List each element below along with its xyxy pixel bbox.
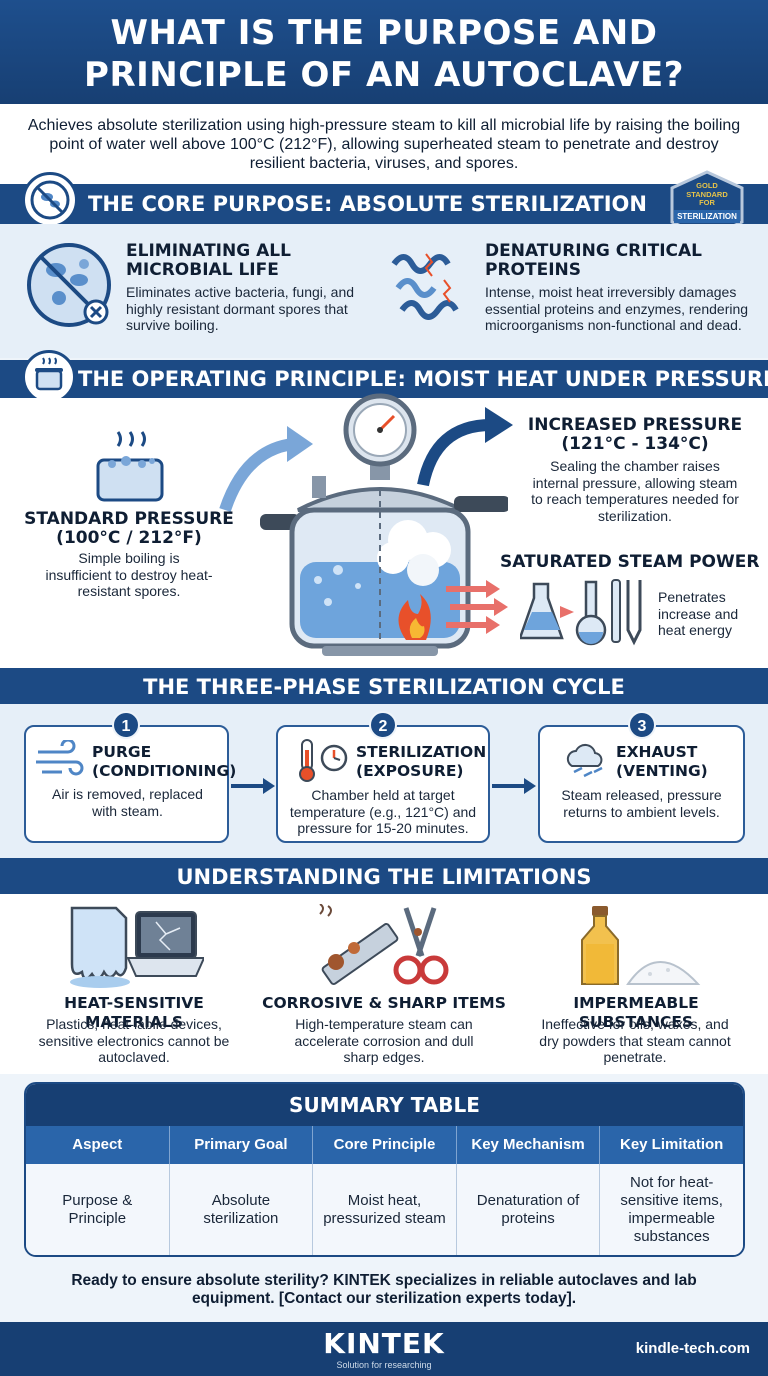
heat-arrows-icon [446,576,520,636]
boiling-pot-icon [90,428,170,506]
cycle-band: THE THREE-PHASE STERILIZATION CYCLE [0,668,768,704]
phase-2-heading-1: STERILIZATION [356,743,487,761]
summary-table-title: SUMMARY TABLE [26,1084,743,1126]
badge-line-2: STANDARD [686,189,728,199]
curved-arrow-dark-icon [415,405,515,495]
melted-laptop-icon [64,902,206,990]
phase-2-heading: STERILIZATION (EXPOSURE) [356,743,488,781]
lab-glassware-icon [518,576,654,648]
limitation-3-heading: IMPERMEABLE SUBSTANCES [573,994,699,1031]
col-key-mechanism: Key Mechanism [457,1126,601,1164]
core-item-2-text: Intense, moist heat irreversibly damages… [485,284,749,333]
badge-line-4: STERILIZATION [677,212,737,221]
microbes-crossed-icon [24,240,114,330]
phase-card-3 [538,725,745,843]
saturated-steam-heading: SATURATED STEAM POWER [500,552,760,572]
col-key-limitation: Key Limitation [619,1136,724,1153]
summary-table: SUMMARY TABLE Aspect Primary Goal Core P… [24,1082,745,1257]
standard-pressure-heading-1: STANDARD PRESSURE [24,509,234,529]
core-purpose-panel [0,224,768,358]
wind-icon [34,738,88,780]
standard-pressure-heading: STANDARD PRESSURE (100°C / 212°F) [14,510,244,548]
phase-card-1 [24,725,229,843]
cycle-title: THE THREE-PHASE STERILIZATION CYCLE [143,675,625,699]
protein-strand-icon [384,244,474,328]
brand-tagline: Solution for researching [336,1360,432,1370]
limitation-3-text: Ineffective for oils, waxes, and dry pow… [539,1016,731,1065]
limitations-title: UNDERSTANDING THE LIMITATIONS [176,865,592,889]
corroded-scissors-icon [310,903,450,990]
core-item-1-heading: ELIMINATING ALL MICROBIAL LIFE [126,241,291,280]
standard-pressure-heading-2: (100°C / 212°F) [56,528,202,548]
principle-band: THE OPERATING PRINCIPLE: MOIST HEAT UNDE… [0,360,768,398]
limitation-1-heading: HEAT-SENSITIVE MATERIALS [64,994,204,1031]
phase-1-heading-2: (CONDITIONING) [92,762,237,780]
phase-3-heading: EXHAUST (VENTING) [616,743,741,781]
title-line-2: PRINCIPLE OF AN AUTOCLAVE? [84,55,684,95]
col-core-principle: Core Principle [313,1126,457,1164]
page-title: WHAT IS THE PURPOSE AND PRINCIPLE OF AN … [0,0,768,104]
limitation-2-heading: CORROSIVE & SHARP ITEMS [262,994,506,1012]
col-aspect: Aspect [26,1126,170,1164]
phase-1-heading-1: PURGE [92,743,152,761]
arrow-right-icon [231,778,275,794]
table-row: Purpose & Principle Absolute sterilizati… [26,1164,743,1255]
phase-1-text: Air is removed, replaced with steam. [52,786,203,819]
phase-3-text: Steam released, pressure returns to ambi… [561,787,722,820]
oil-powder-icon [570,904,710,990]
saturated-steam-text: Penetrates increase and heat energy [658,589,739,638]
limitation-1-text: Plastics, heat-labile devices, sensitive… [38,1016,230,1065]
no-microbe-icon [22,172,78,228]
limitation-2-text: High-temperature steam can accelerate co… [294,1016,474,1065]
phase-2-text: Chamber held at target temperature (e.g.… [289,787,477,836]
title-line-1: WHAT IS THE PURPOSE AND [110,13,658,53]
website-link[interactable]: kindle-tech.com [635,1340,750,1357]
col-primary-goal: Primary Goal [170,1126,314,1164]
cell-key-limitation: Not for heat-sensitive items, impermeabl… [620,1173,723,1245]
increased-pressure-heading-1: INCREASED PRESSURE [527,415,743,435]
phase-number-2: 2 [369,711,397,739]
phase-2-heading-2: (EXPOSURE) [356,762,464,780]
pot-icon [22,350,76,404]
cell-core-principle: Moist heat, pressurized steam [313,1164,457,1255]
increased-pressure-heading-2: (121°C - 134°C) [561,434,709,454]
core-item-1-text: Eliminates active bacteria, fungi, and h… [126,284,355,333]
core-purpose-band: THE CORE PURPOSE: ABSOLUTE STERILIZATION [0,184,768,224]
autoclave-illustration [258,390,510,662]
cell-aspect: Purpose & Principle [26,1164,170,1255]
increased-pressure-text: Sealing the chamber raises internal pres… [531,458,739,524]
core-purpose-title: THE CORE PURPOSE: ABSOLUTE STERILIZATION [88,192,647,216]
phase-3-heading-2: (VENTING) [616,762,708,780]
curved-arrow-icon [215,420,315,520]
badge-line-1: GOLD [696,181,718,190]
badge-line-3: FOR [699,198,715,207]
standard-pressure-text: Simple boiling is insufficient to destro… [45,550,213,599]
steam-cloud-icon [562,740,610,780]
limitations-band: UNDERSTANDING THE LIMITATIONS [0,858,768,894]
call-to-action[interactable]: Ready to ensure absolute sterility? KINT… [71,1272,697,1307]
arrow-right-icon [492,778,536,794]
thermometer-timer-icon [292,738,352,782]
principle-title: THE OPERATING PRINCIPLE: MOIST HEAT UNDE… [78,367,768,391]
increased-pressure-heading: INCREASED PRESSURE (121°C - 134°C) [510,416,760,454]
phase-number-3: 3 [628,711,656,739]
summary-table-header: Aspect Primary Goal Core Principle Key M… [26,1126,743,1164]
brand-logo[interactable]: KINTEK [323,1327,445,1360]
intro-text: Achieves absolute sterilization using hi… [0,104,768,184]
core-item-2-heading: DENATURING CRITICAL PROTEINS [485,241,702,280]
gold-standard-badge: GOLD STANDARD FOR STERILIZATION [668,170,746,240]
footer: KINTEK Solution for researching kindle-t… [0,1322,768,1376]
phase-1-heading: PURGE (CONDITIONING) [92,743,237,781]
phase-number-1: 1 [112,711,140,739]
cell-primary-goal: Absolute sterilization [170,1164,314,1255]
phase-3-heading-1: EXHAUST [616,743,698,761]
cell-key-mechanism: Denaturation of proteins [457,1164,601,1255]
